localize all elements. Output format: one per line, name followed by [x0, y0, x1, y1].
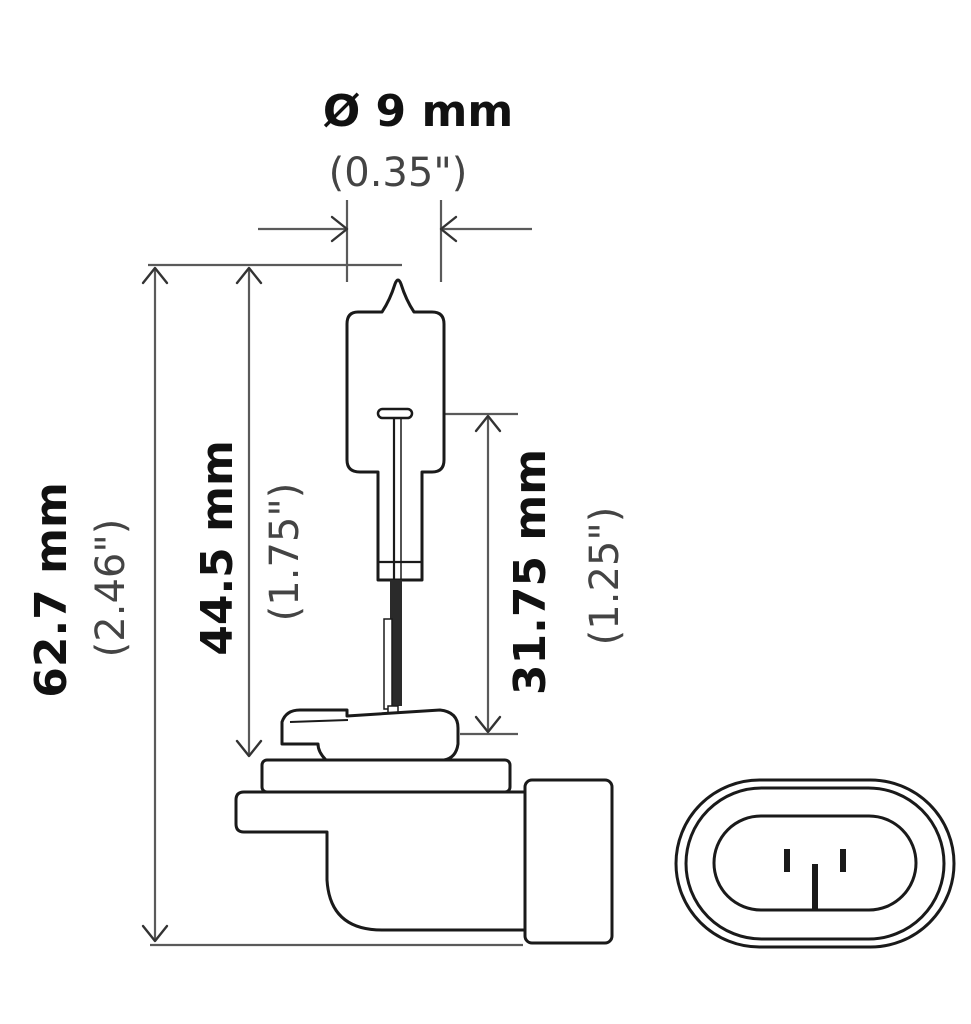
overall-length-dimension: 62.7 mm (2.46") — [26, 266, 169, 943]
arrow-down-icon — [235, 739, 263, 758]
arrow-up-icon — [474, 414, 502, 433]
key-tab — [280, 708, 460, 762]
arrow-left-icon — [439, 215, 458, 243]
terminal-pin-left — [784, 849, 790, 872]
lead-wire — [390, 580, 402, 706]
diameter-dimension: Ø 9 mm (0.35") — [258, 86, 532, 282]
filament — [376, 407, 414, 420]
flange-plate — [260, 758, 512, 794]
light-center-metric-label: 31.75 mm — [505, 449, 556, 695]
arrow-up-icon — [235, 266, 263, 285]
arrow-right-icon — [330, 215, 349, 243]
overall-length-imperial-label: (2.46") — [88, 519, 134, 658]
light-center-imperial-label: (1.25") — [582, 507, 628, 646]
connector-housing — [523, 778, 614, 945]
glass-capsule — [345, 278, 446, 582]
diameter-metric-label: Ø 9 mm — [323, 86, 513, 137]
bulb-side-view — [234, 278, 614, 945]
arrow-down-icon — [474, 715, 502, 734]
connector-socket — [712, 814, 918, 912]
terminal-pin-right — [840, 849, 846, 872]
connector-outer-ring — [674, 778, 956, 949]
arrow-up-icon — [141, 266, 169, 285]
connector-end-view — [674, 778, 956, 949]
arrow-down-icon — [141, 924, 169, 943]
base-body — [234, 790, 527, 932]
light-center-dimension: 31.75 mm (1.25") — [397, 412, 628, 736]
glass-to-flange-imperial-label: (1.75") — [262, 483, 308, 622]
overall-length-metric-label: 62.7 mm — [26, 482, 77, 698]
glass-to-flange-dimension: 44.5 mm (1.75") — [192, 266, 308, 758]
glass-to-flange-metric-label: 44.5 mm — [192, 440, 243, 656]
ground-key — [812, 864, 818, 909]
diameter-imperial-label: (0.35") — [329, 150, 468, 196]
